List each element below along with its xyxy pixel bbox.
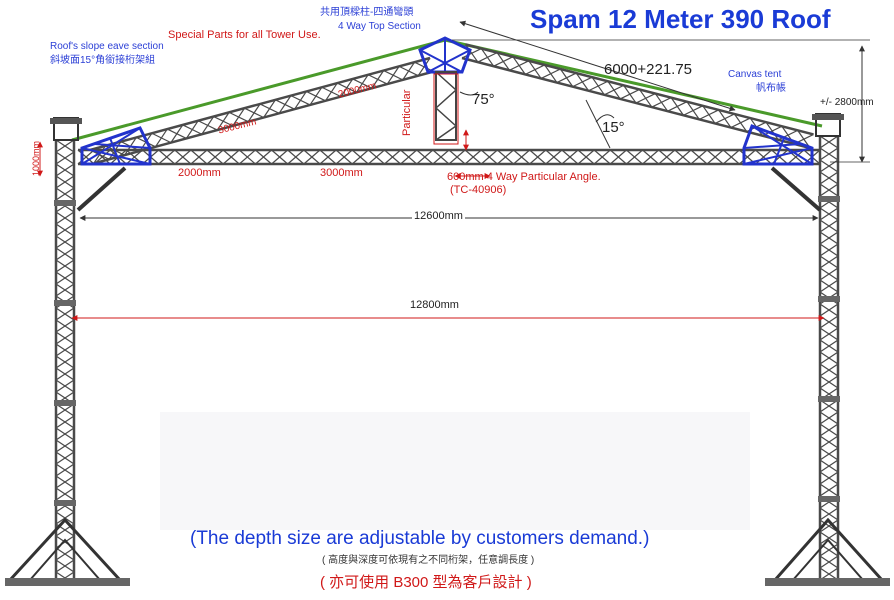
page-title: Spam 12 Meter 390 Roof (530, 4, 831, 34)
beam-1000-label: 1000mm (31, 140, 41, 176)
particular-code-label: (TC-40906) (450, 184, 507, 196)
angle-top-label: 75° (472, 91, 495, 108)
left-eave-section (80, 126, 152, 166)
special-parts-label: Special Parts for all Tower Use. (168, 29, 321, 41)
eave-en-label: Roof's slope eave section (50, 41, 164, 52)
beam-3000-label: 3000mm (320, 167, 363, 179)
right-tower-cap (812, 113, 844, 137)
depth-note: (The depth size are adjustable by custom… (190, 528, 650, 549)
top-section-cn-label: 共用頂樑柱-四通彎頭 (320, 7, 414, 18)
left-tower (54, 139, 76, 585)
left-brace (76, 166, 127, 212)
top-section-en-label: 4 Way Top Section (338, 21, 421, 32)
span-inner-label: 12600mm (412, 210, 465, 222)
right-tower (818, 135, 840, 581)
right-eave-section (742, 124, 814, 166)
roof-height-label: +/- 2800mm (820, 97, 874, 108)
center-particular-post (433, 71, 459, 145)
depth-note-cn: ( 高度與深度可依現有之不同桁架，任意調長度 ) (322, 555, 535, 566)
left-tower-cap (50, 117, 82, 141)
eave-cn-label: 斜坡面15°角銜接桁架組 (50, 55, 156, 66)
angle-slope-label: 15° (602, 119, 625, 136)
particular-label: Particular (401, 89, 413, 136)
beam-2000-label: 2000mm (178, 167, 221, 179)
span-outer-label: 12800mm (410, 299, 459, 311)
canvas-en-label: Canvas tent (728, 69, 782, 80)
left-tower-base (5, 517, 130, 586)
right-brace (770, 166, 822, 212)
b300-note: ( 亦可使用 B300 型為客戶設計 ) (320, 574, 532, 591)
slope-length-label: 6000+221.75 (604, 61, 693, 78)
particular-angle-label: 600mm 4 Way Particular Angle. (447, 171, 601, 183)
slope-length-dim-line (459, 20, 736, 112)
right-tower-base (765, 517, 890, 586)
canvas-cn-label: 帆布帳 (756, 83, 786, 94)
horizontal-truss-beam (77, 148, 821, 166)
